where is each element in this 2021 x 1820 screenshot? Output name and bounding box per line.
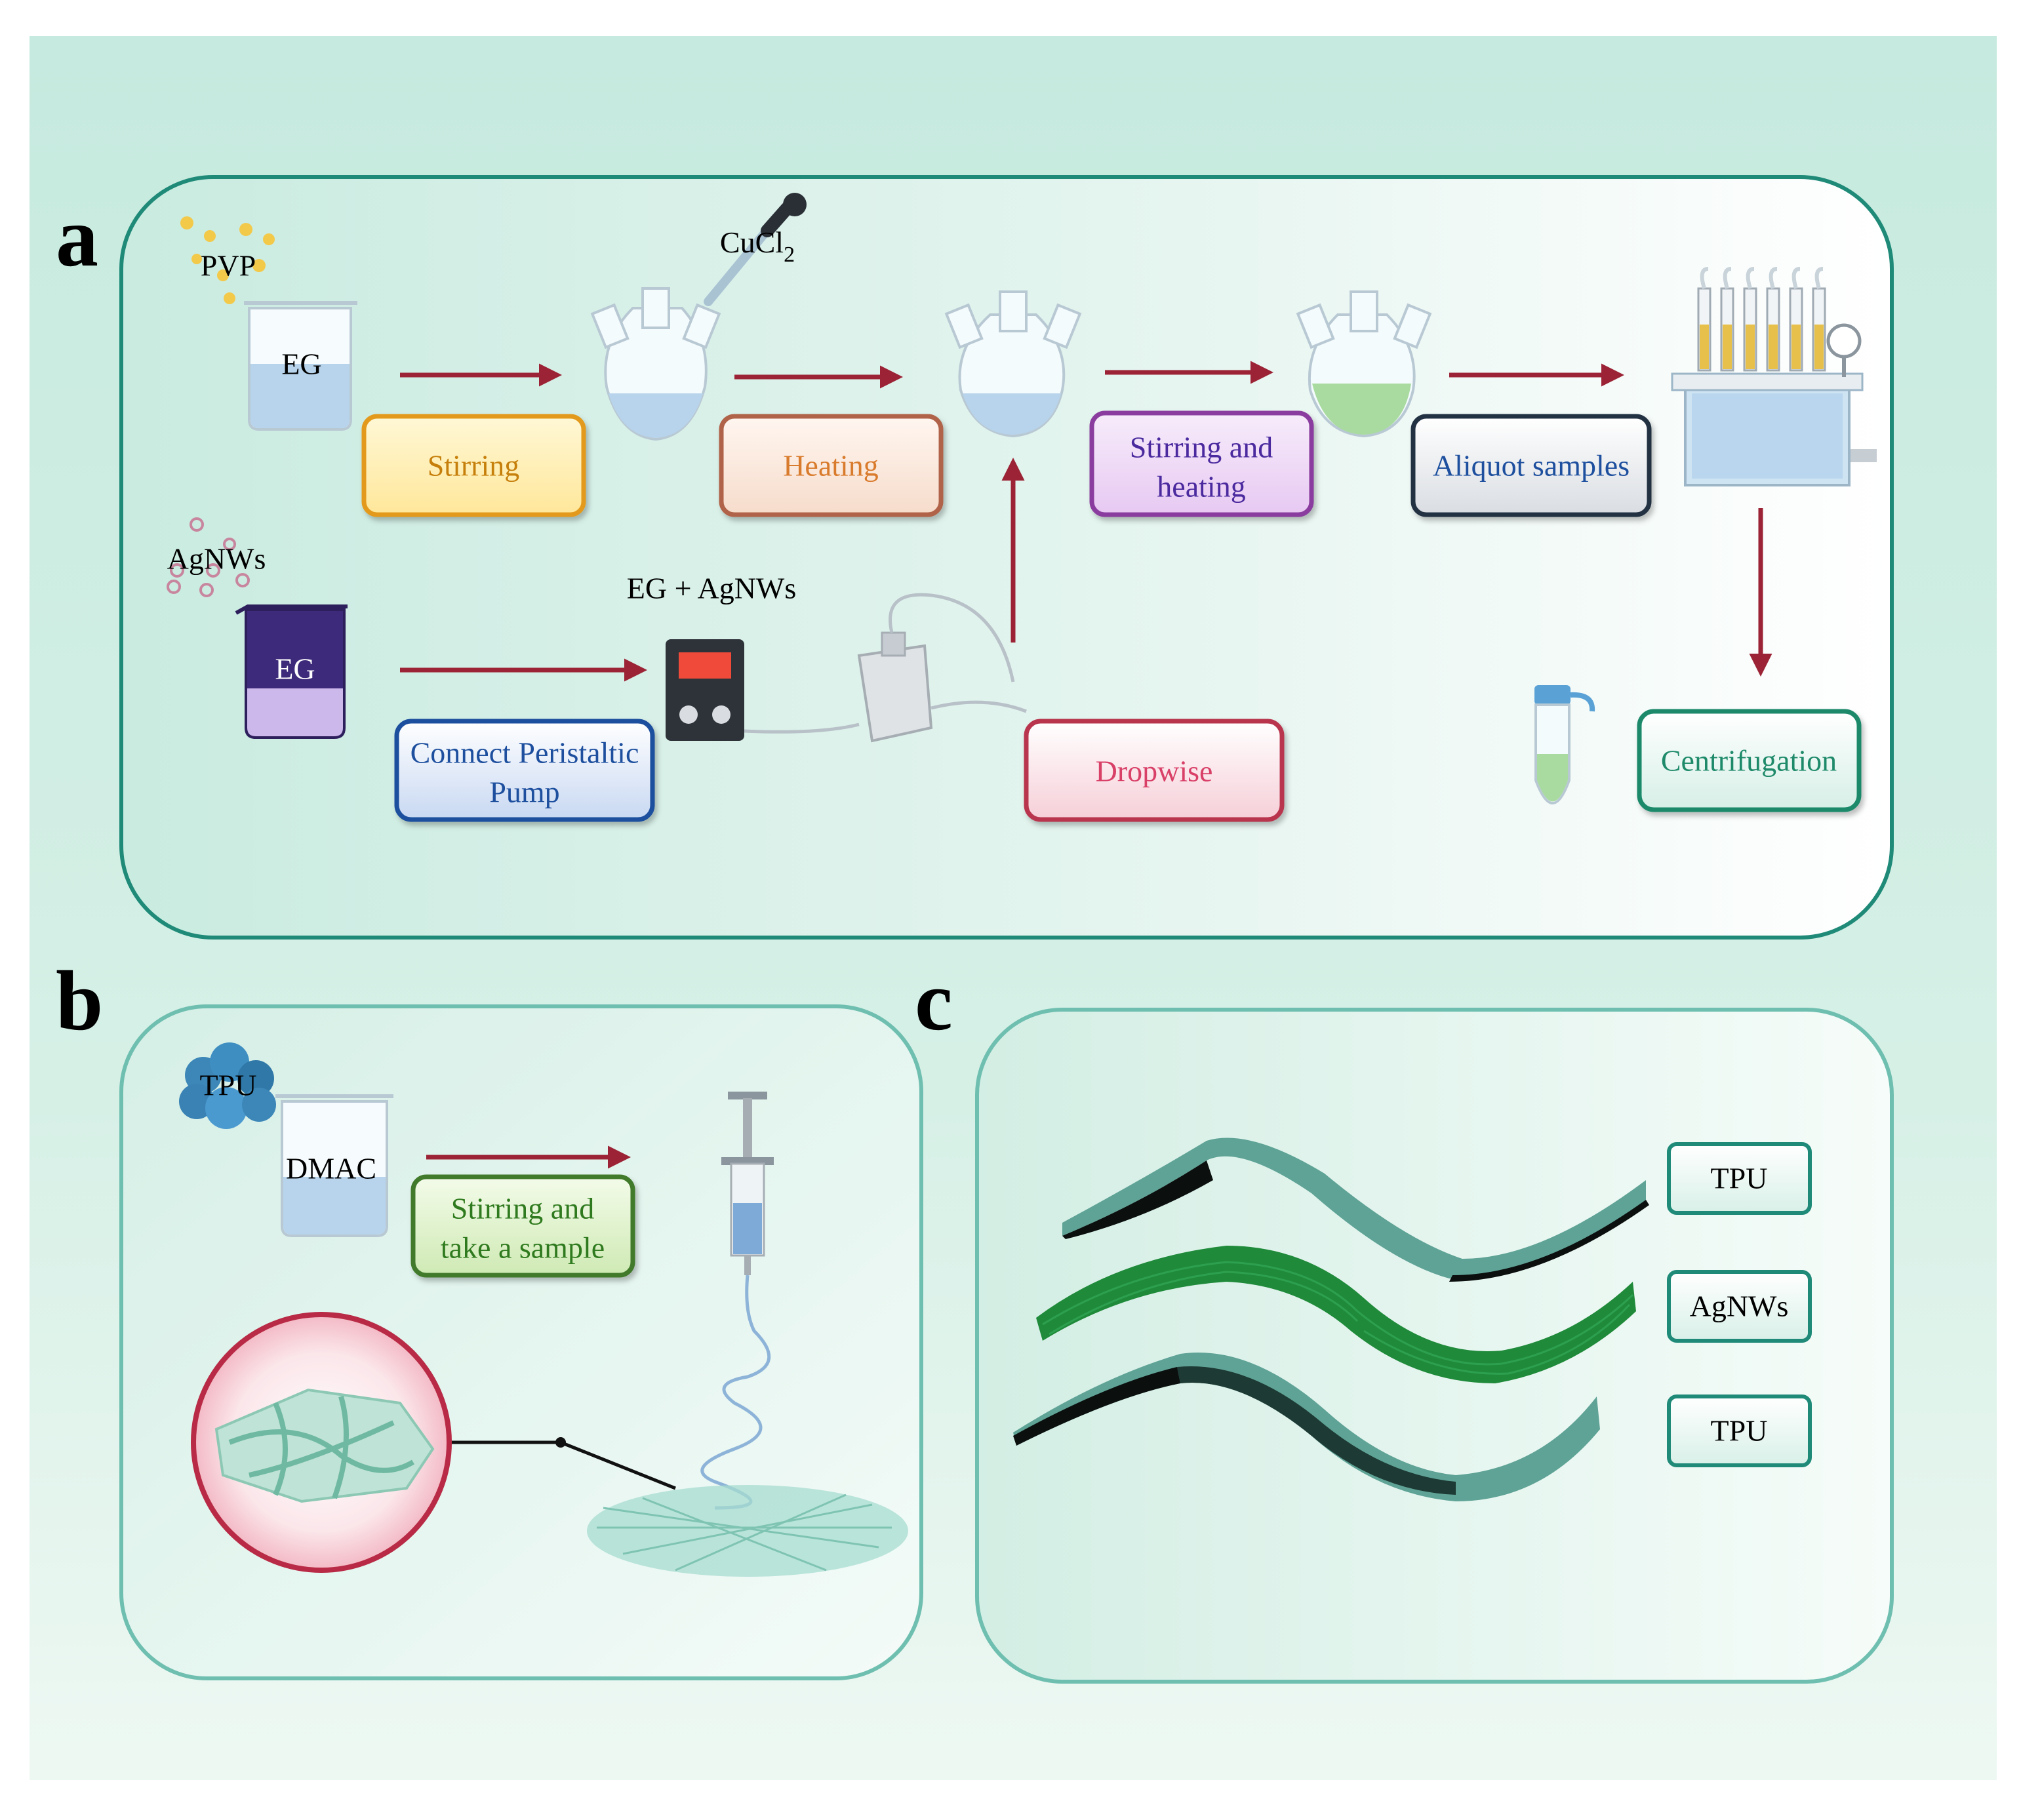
agnws-particles-icon xyxy=(167,517,250,597)
centrifugation-label: Centrifugation xyxy=(1661,744,1837,778)
tpu-top-layer-label: TPU xyxy=(1711,1162,1768,1195)
syringe-icon xyxy=(721,1092,774,1275)
agnws-middle-ribbon xyxy=(1036,1246,1636,1383)
heating-label: Heating xyxy=(783,449,879,483)
dmac-beaker-icon xyxy=(275,1094,393,1237)
pvp-particles-icon xyxy=(180,216,275,304)
eg-agnws-label: EG + AgNWs xyxy=(627,572,796,605)
dropwise-step: Dropwise xyxy=(1024,719,1285,822)
eg-beaker-icon xyxy=(244,301,357,431)
heating-step: Heating xyxy=(719,414,944,517)
eg-purple-beaker-icon xyxy=(235,604,348,739)
dropper-icon xyxy=(704,193,807,306)
agnws-layer-label: AgNWs xyxy=(1690,1290,1789,1323)
pump-controller-icon xyxy=(666,639,744,741)
connect-label-line2: Pump xyxy=(489,776,559,809)
eg-bottom-label: EG xyxy=(275,652,315,686)
stir-sample-label-line2: take a sample xyxy=(441,1231,605,1265)
three-neck-flask-1-icon xyxy=(590,287,721,441)
pointer-dot xyxy=(555,1437,566,1448)
stir-sample-step: Stirring and take a sample xyxy=(410,1174,635,1278)
stir-sample-label-line1: Stirring and xyxy=(451,1192,594,1225)
tubing-icon xyxy=(744,722,860,734)
panel-b-letter: b xyxy=(56,954,103,1048)
agnws-label: AgNWs xyxy=(167,542,266,576)
stirring-heating-step: Stirring and heating xyxy=(1089,410,1314,517)
peristaltic-pump-icon xyxy=(857,593,1027,743)
aliquot-step: Aliquot samples xyxy=(1411,414,1652,517)
three-neck-flask-2-icon xyxy=(944,290,1082,438)
dmac-label: DMAC xyxy=(286,1152,376,1185)
stirring-heating-label-line1: Stirring and xyxy=(1130,431,1273,464)
stirring-step: Stirring xyxy=(361,414,586,517)
tpu-bottom-ribbon xyxy=(1013,1353,1600,1501)
tpu-label-b: TPU xyxy=(200,1069,257,1102)
tpu-bottom-layer-tag: TPU xyxy=(1667,1395,1812,1467)
spun-fiber-icon xyxy=(700,1275,771,1510)
connect-label-line1: Connect Peristaltic xyxy=(410,736,639,770)
three-neck-flask-3-icon xyxy=(1296,290,1432,438)
agnws-layer-tag: AgNWs xyxy=(1667,1270,1812,1343)
cucl2-label: CuCl2 xyxy=(720,226,795,267)
pvp-label: PVP xyxy=(201,249,256,283)
tpu-bottom-layer-label: TPU xyxy=(1711,1414,1768,1448)
magnified-mesh-icon xyxy=(191,1312,452,1573)
panel-a-letter: a xyxy=(56,190,98,285)
stirring-label: Stirring xyxy=(428,449,520,483)
centrifuge-tube-icon xyxy=(1534,685,1595,804)
aliquot-label: Aliquot samples xyxy=(1433,449,1630,483)
sample-rack-icon xyxy=(1671,267,1877,486)
panel-c-letter: c xyxy=(915,954,953,1048)
tpu-top-layer-tag: TPU xyxy=(1667,1142,1812,1215)
dropwise-label: Dropwise xyxy=(1096,755,1213,788)
fiber-mesh-icon xyxy=(587,1485,908,1577)
connect-pump-step: Connect Peristaltic Pump xyxy=(394,719,655,822)
centrifugation-step: Centrifugation xyxy=(1637,709,1862,812)
tpu-top-ribbon xyxy=(1062,1138,1649,1282)
eg-top-label: EG xyxy=(281,347,321,381)
stirring-heating-label-line2: heating xyxy=(1157,470,1245,504)
tpu-pellets-icon xyxy=(179,1042,276,1129)
pointer-line-2 xyxy=(560,1440,676,1490)
